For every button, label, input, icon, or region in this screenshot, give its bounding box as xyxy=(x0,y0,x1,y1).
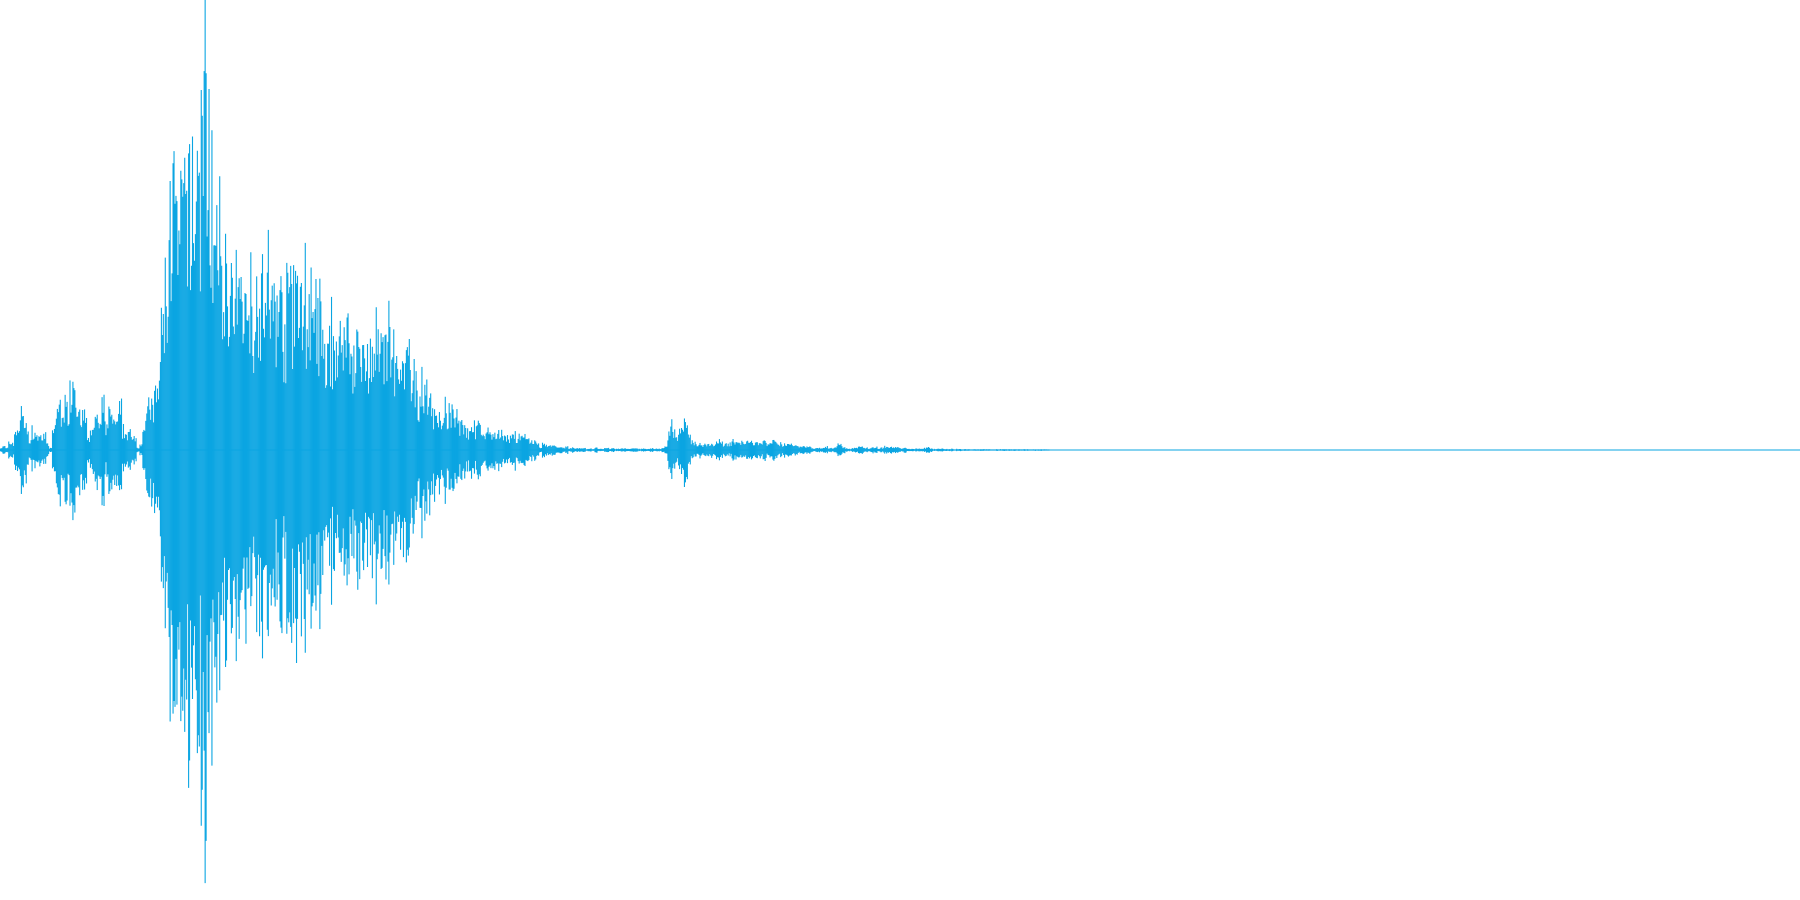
waveform-peaks xyxy=(0,0,1050,884)
